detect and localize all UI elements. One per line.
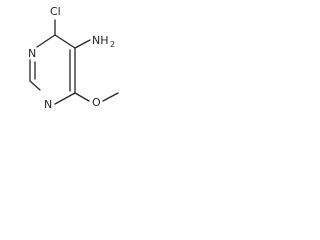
bond-c5-c4 (54, 34, 76, 49)
chlorine-label: Cl (50, 5, 61, 18)
bond-c2-n1 (29, 80, 41, 91)
amine-label: NH (92, 34, 109, 47)
bond-c4-n3 (36, 34, 56, 48)
oxygen-label: O (92, 96, 101, 109)
bond-c6-o (74, 92, 90, 102)
amine-subscript: 2 (110, 40, 115, 49)
ring-nitrogen-top-label: N (28, 47, 36, 60)
bond-o-ch3 (102, 92, 119, 102)
bond-c5-nh2 (74, 39, 91, 49)
bond-n1-c6 (54, 92, 76, 105)
pyrimidine-structure-diagram: Cl NH 2 N N O (28, 5, 119, 111)
ring-nitrogen-bottom-label: N (44, 98, 52, 111)
